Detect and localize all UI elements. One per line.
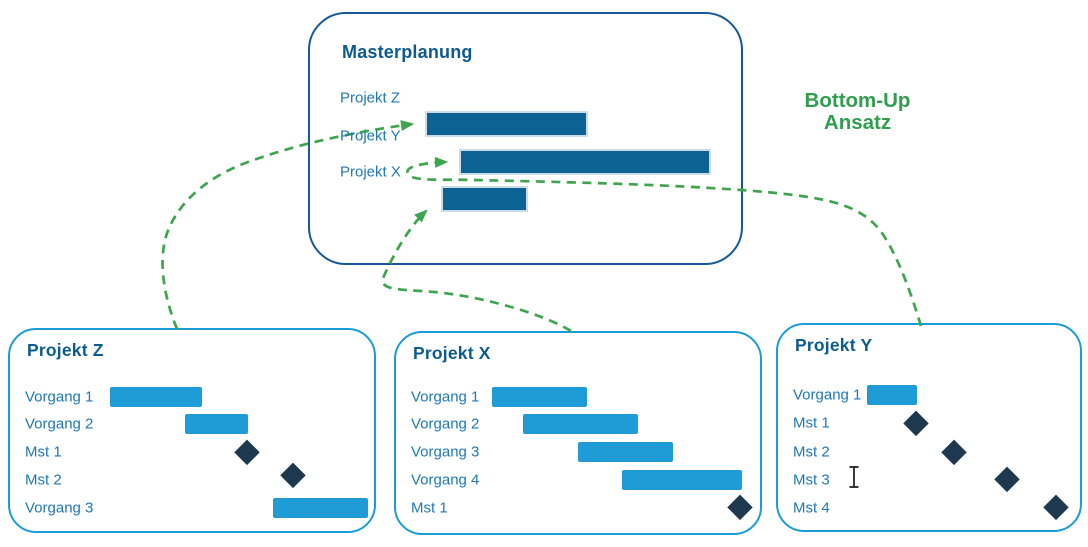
- project-projekt-x-gantt-bar-vorgang-2: [523, 414, 638, 434]
- project-z-title: Projekt Z: [27, 340, 104, 360]
- project-projekt-x-gantt-bar-vorgang-1: [492, 387, 587, 407]
- project-projekt-z-label-mst-1: Mst 1: [25, 443, 62, 461]
- approach-annotation-line2: Ansatz: [823, 111, 892, 134]
- project-projekt-y-label-mst-2: Mst 2: [793, 443, 830, 461]
- project-projekt-z-gantt-bar-vorgang-3: [273, 498, 368, 518]
- project-x-title: Projekt X: [413, 343, 491, 363]
- project-projekt-y-label-mst-4: Mst 4: [793, 499, 830, 517]
- approach-annotation-line1: Bottom-Up: [804, 89, 911, 112]
- masterplan-gantt-bar-projekt-y: [459, 149, 711, 175]
- project-projekt-x-gantt-bar-vorgang-3: [578, 442, 673, 462]
- project-projekt-x-label-vorgang-2: Vorgang 2: [411, 415, 480, 433]
- masterplan-gantt-bar-projekt-z: [425, 111, 588, 137]
- project-projekt-x-label-mst-1: Mst 1: [411, 499, 448, 517]
- project-projekt-x-label-vorgang-4: Vorgang 4: [411, 471, 480, 489]
- project-projekt-z-label-mst-2: Mst 2: [25, 471, 62, 489]
- project-projekt-z-label-vorgang-1: Vorgang 1: [25, 388, 94, 406]
- project-projekt-y-label-vorgang-1: Vorgang 1: [793, 386, 862, 404]
- project-projekt-z-label-vorgang-3: Vorgang 3: [25, 499, 94, 517]
- project-box-y: Projekt Y: [776, 323, 1082, 532]
- masterplan-label-projekt-z: Projekt Z: [340, 89, 401, 107]
- project-projekt-z-gantt-bar-vorgang-1: [110, 387, 202, 407]
- project-projekt-z-label-vorgang-2: Vorgang 2: [25, 415, 94, 433]
- project-projekt-x-label-vorgang-1: Vorgang 1: [411, 388, 480, 406]
- project-projekt-y-label-mst-3: Mst 3: [793, 471, 830, 489]
- project-projekt-x-gantt-bar-vorgang-4: [622, 470, 742, 490]
- project-projekt-y-label-mst-1: Mst 1: [793, 414, 830, 432]
- masterplan-label-projekt-y: Projekt Y: [340, 127, 401, 145]
- masterplan-gantt-bar-projekt-x: [441, 186, 528, 212]
- approach-annotation: Bottom-Up Ansatz: [780, 90, 935, 134]
- project-y-title: Projekt Y: [795, 335, 873, 355]
- project-projekt-x-label-vorgang-3: Vorgang 3: [411, 443, 480, 461]
- project-projekt-z-gantt-bar-vorgang-2: [185, 414, 248, 434]
- masterplan-title: Masterplanung: [342, 42, 473, 62]
- project-projekt-y-gantt-bar-vorgang-1: [867, 385, 917, 405]
- masterplan-label-projekt-x: Projekt X: [340, 163, 401, 181]
